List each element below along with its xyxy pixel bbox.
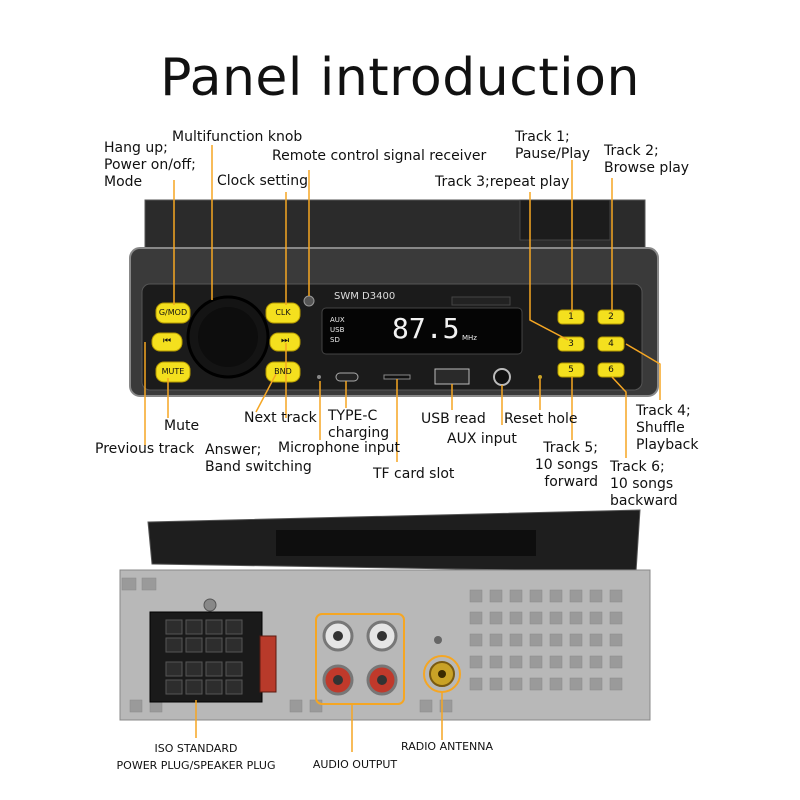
label-tf: TF card slot [373,466,455,482]
label-usb: USB read [421,411,486,427]
label-radio-antenna: RADIO ANTENNA [401,740,493,753]
label-previous: Previous track [95,441,195,457]
label-clock: Clock setting [217,173,309,189]
label-typec: TYPE-C charging [328,408,390,441]
track-key-3-label: 3 [568,339,574,349]
lcd-display [321,307,523,355]
frequency-unit: MHz [462,334,477,342]
label-iso: ISO STANDARD POWER PLUG/SPEAKER PLUG [116,742,276,772]
prev-button [151,332,183,352]
frequency-readout: 87.5 [392,312,460,345]
label-next: Next track [244,410,317,426]
source-indicator-aux: AUX [330,316,345,324]
label-track2: Track 2; Browse play [604,143,690,176]
gmod-button [155,302,191,324]
track-key-6 [597,362,625,378]
label-remote: Remote control signal receiver [272,148,487,164]
source-indicator-usb: USB [330,326,345,334]
page-title: Panel introduction [160,48,640,108]
audio-output-highlight [315,613,405,705]
track-key-1 [557,309,585,325]
mute-button [155,361,191,383]
label-track4: Track 4; Shuffle Playback [636,403,699,453]
reset-hole [538,375,542,379]
clk-button [265,302,301,324]
source-indicator-sd: SD [330,336,340,344]
gmod-button-label: G/MOD [158,308,188,317]
label-track5: Track 5; 10 songs forward [534,440,598,490]
label-reset: Reset hole [504,411,578,427]
label-knob: Multifunction knob [172,129,303,145]
label-answer: Answer; Band switching [205,442,312,475]
label-mic: Microphone input [278,440,400,456]
track-key-4 [597,336,625,352]
label-audio-output: AUDIO OUTPUT [312,758,398,771]
mic-hole [317,375,321,379]
track-key-2 [597,309,625,325]
label-track1: Track 1; Pause/Play [515,129,591,162]
track-key-3 [557,336,585,352]
track-key-5 [557,362,585,378]
mute-button-label: MUTE [161,367,185,376]
track-key-4-label: 4 [608,339,614,349]
prev-button-label: ⏮ [162,336,172,346]
track-key-2-label: 2 [608,312,614,322]
track-key-5-label: 5 [568,365,574,375]
bnd-button-label: BND [274,367,292,376]
next-button [269,332,301,352]
track-key-1-label: 1 [568,312,574,322]
next-button-label: ⏭ [280,336,290,346]
label-hangup: Hang up; Power on/off; Mode [104,140,196,190]
clk-button-label: CLK [275,308,291,317]
label-track6: Track 6; 10 songs backward [610,459,678,509]
fuse-icon [259,635,277,693]
model-label: SWM D3400 [334,291,396,302]
typec-port [335,372,359,382]
track-key-6-label: 6 [608,365,614,375]
label-aux: AUX input [447,431,517,447]
label-mute: Mute [164,418,200,434]
label-track3: Track 3;repeat play [435,174,570,190]
